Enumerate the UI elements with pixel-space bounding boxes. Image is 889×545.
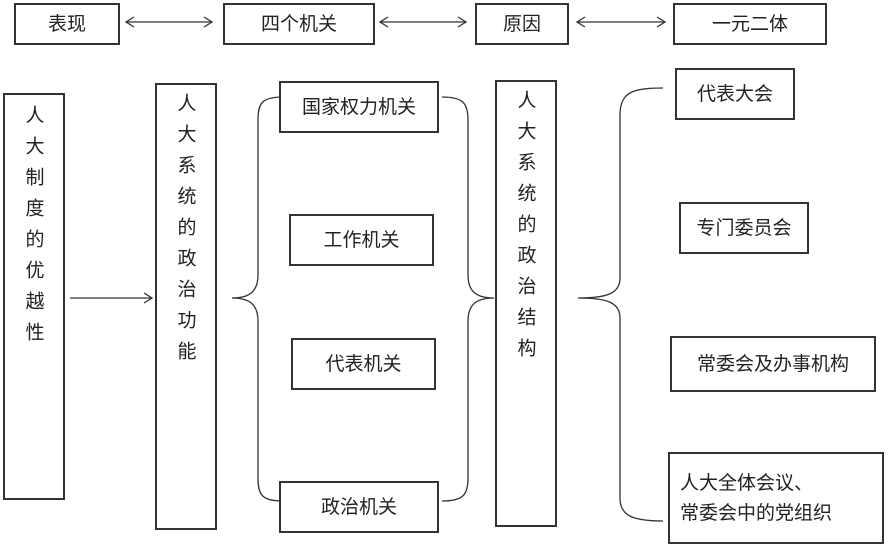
part-party-org-box: 人大全体会议、 常委会中的党组织 bbox=[668, 452, 884, 544]
parts-bracket bbox=[577, 87, 664, 522]
header-unity-box: 一元二体 bbox=[673, 3, 827, 45]
header-unity-label: 一元二体 bbox=[711, 12, 788, 35]
organ-working-label: 工作机关 bbox=[323, 228, 400, 251]
part-congress-box: 代表大会 bbox=[675, 68, 795, 120]
part-standing-committee-label: 常委会及办事机构 bbox=[696, 352, 849, 375]
header-reason-box: 原因 bbox=[475, 3, 569, 45]
part-standing-committee-box: 常委会及办事机构 bbox=[670, 336, 876, 392]
left-brace bbox=[231, 96, 284, 502]
double-arrow-1 bbox=[124, 16, 214, 28]
part-special-committee-box: 专门委员会 bbox=[679, 202, 809, 254]
double-arrow-2 bbox=[378, 16, 468, 28]
part-congress-label: 代表大会 bbox=[696, 82, 773, 105]
organ-state-power-label: 国家权力机关 bbox=[301, 95, 416, 118]
function-text: 人大系统的政治功能 bbox=[174, 93, 197, 372]
organ-state-power-box: 国家权力机关 bbox=[279, 81, 439, 133]
manifestation-text: 人大制度的优越性 bbox=[22, 105, 45, 353]
part-special-committee-label: 专门委员会 bbox=[696, 216, 792, 239]
organ-representative-label: 代表机关 bbox=[325, 352, 402, 375]
organ-political-box: 政治机关 bbox=[279, 481, 439, 533]
function-box: 人大系统的政治功能 bbox=[155, 83, 217, 530]
right-arrow bbox=[70, 292, 154, 304]
header-four-organs-box: 四个机关 bbox=[223, 3, 375, 45]
structure-box: 人大系统的政治结构 bbox=[495, 80, 557, 527]
header-reason-label: 原因 bbox=[502, 12, 541, 35]
party-org-line-1: 人大全体会议、 bbox=[680, 471, 814, 494]
right-brace bbox=[441, 96, 495, 502]
manifestation-box: 人大制度的优越性 bbox=[3, 93, 65, 500]
structure-text: 人大系统的政治结构 bbox=[514, 90, 537, 369]
organ-political-label: 政治机关 bbox=[320, 495, 397, 518]
party-org-line-2: 常委会中的党组织 bbox=[680, 502, 833, 524]
organ-working-box: 工作机关 bbox=[289, 214, 434, 266]
header-manifestation-box: 表现 bbox=[14, 3, 120, 45]
header-manifestation-label: 表现 bbox=[47, 12, 86, 35]
double-arrow-3 bbox=[575, 16, 667, 28]
organ-representative-box: 代表机关 bbox=[291, 338, 436, 390]
header-four-organs-label: 四个机关 bbox=[260, 12, 337, 35]
